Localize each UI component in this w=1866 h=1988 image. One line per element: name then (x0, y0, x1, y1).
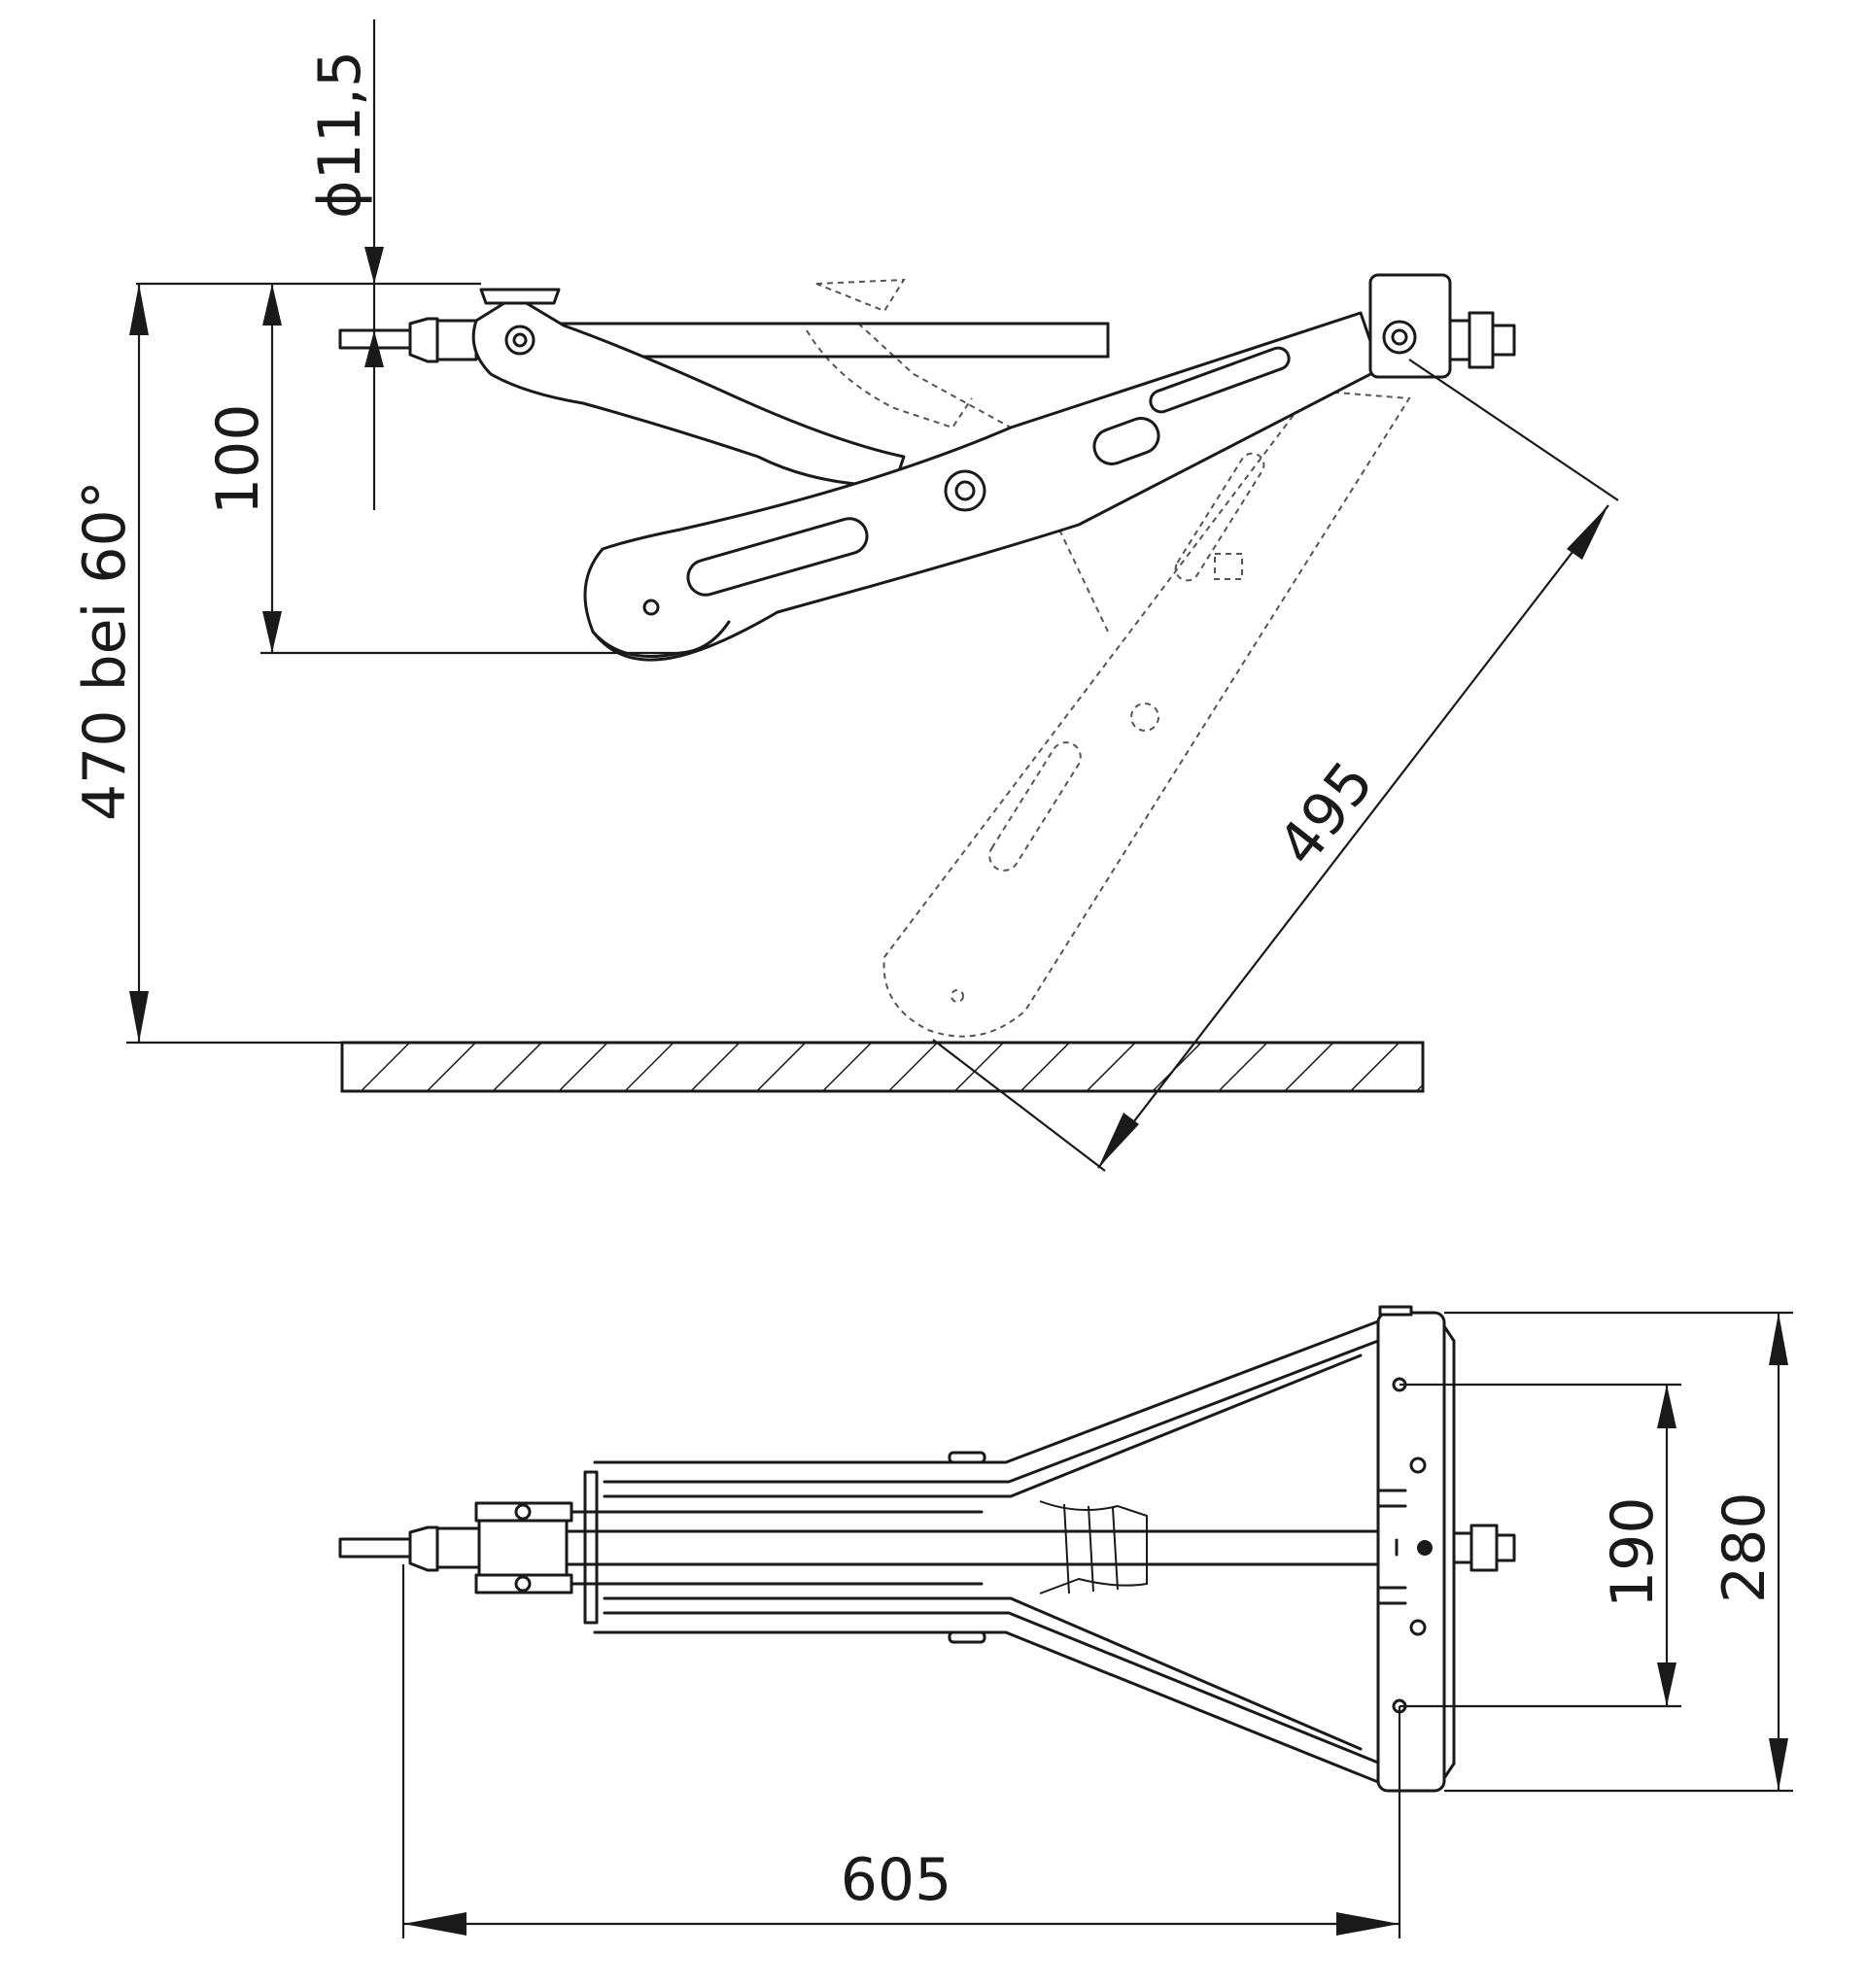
head-bracket (1368, 273, 1516, 379)
inner-width-label: 190 (1599, 1496, 1667, 1608)
top-view: 190 280 605 (338, 1305, 1793, 1938)
dimension-outer-width: 280 (1444, 1311, 1793, 1793)
spindle (338, 317, 1110, 363)
v-frame (583, 1320, 1380, 1784)
dimension-bolt-diameter: ϕ11,5 (136, 19, 481, 510)
support-leg (583, 311, 1382, 662)
end-nut (1452, 1524, 1516, 1572)
dimension-total-length: 605 (401, 1564, 1401, 1938)
dimension-offset-height: 100 (204, 284, 680, 655)
center-bolt-icon (1417, 1540, 1433, 1556)
end-plate (1376, 1305, 1456, 1793)
dimension-total-height: 470 bei 60° (71, 284, 350, 1045)
lowered-support-outline (806, 278, 1411, 1038)
lift-arm (471, 288, 906, 488)
dimension-inner-width: 190 (1400, 1383, 1681, 1708)
total-length-label: 605 (841, 1846, 952, 1914)
support-length-label: 495 (1265, 749, 1388, 878)
outer-width-label: 280 (1710, 1491, 1779, 1603)
spindle-top (338, 1501, 1380, 1594)
bolt-diameter-label: ϕ11,5 (306, 51, 374, 219)
offset-height-label: 100 (204, 403, 272, 515)
side-view: ϕ11,5 100 470 bei 60° 495 (71, 19, 1619, 1172)
total-height-label: 470 bei 60° (71, 480, 139, 821)
ground-hatch (340, 1041, 1425, 1093)
